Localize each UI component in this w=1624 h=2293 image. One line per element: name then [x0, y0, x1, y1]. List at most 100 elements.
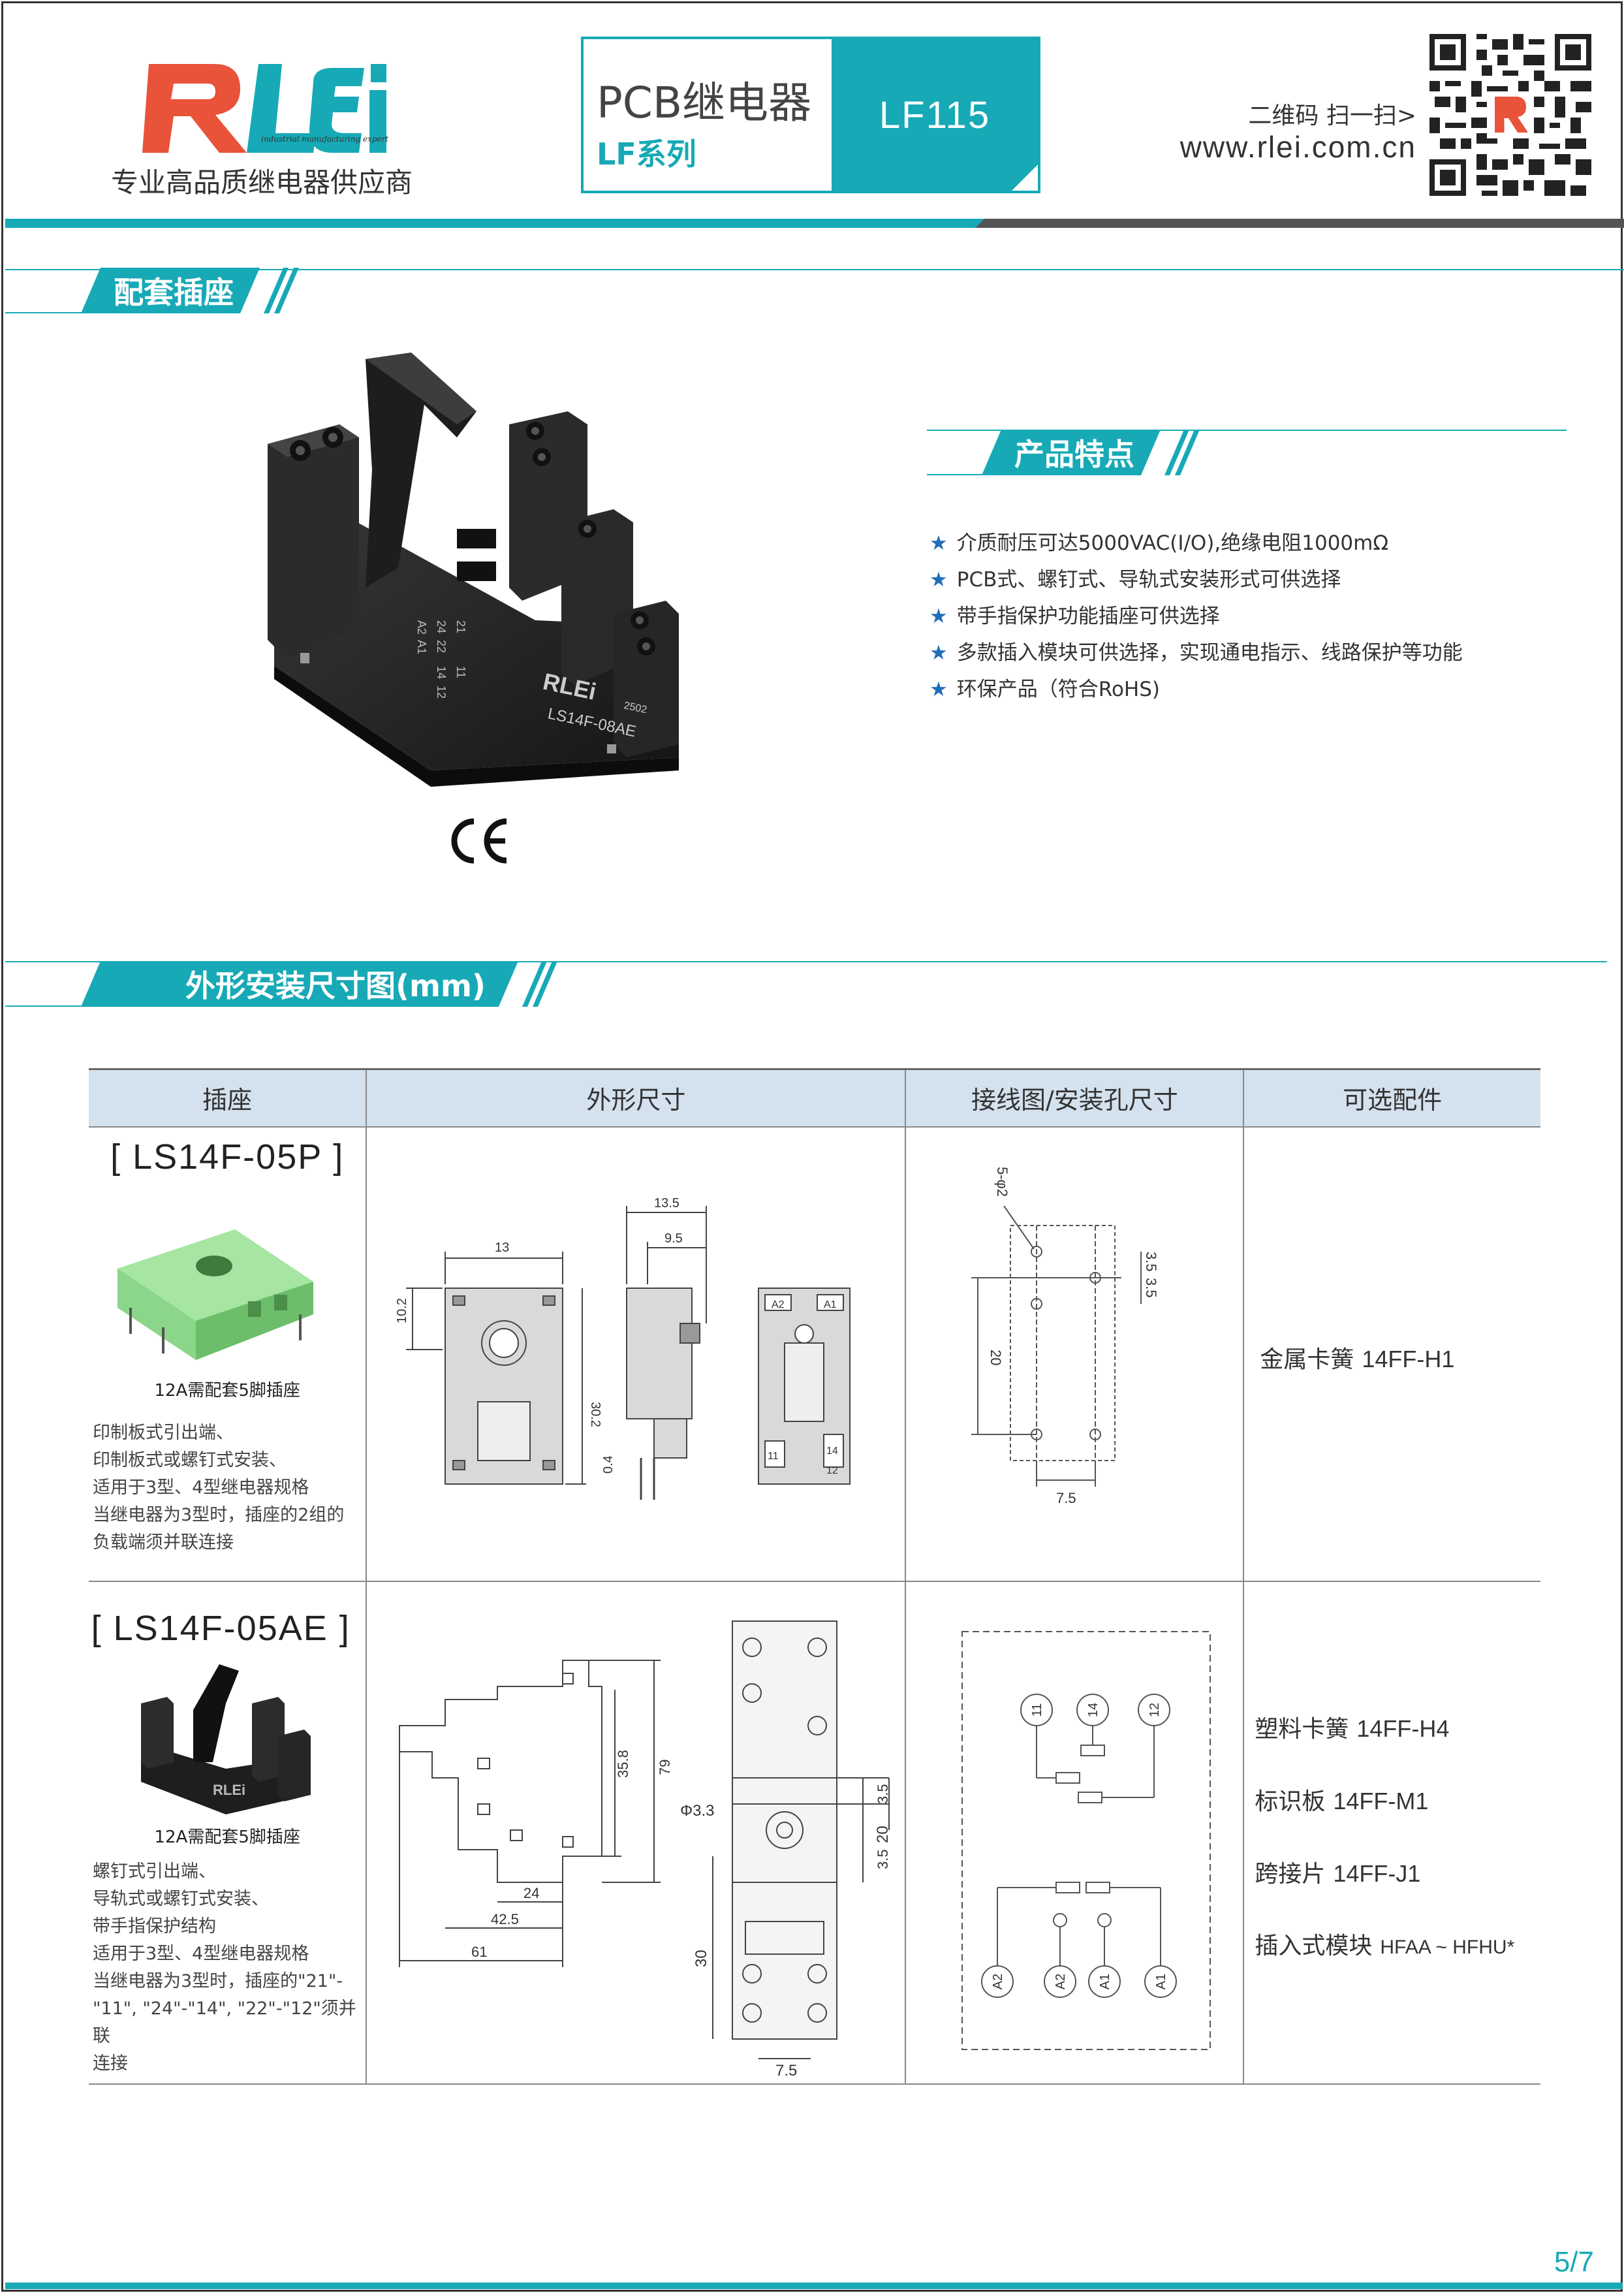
dim-label: 13 [495, 1241, 509, 1255]
section-dims-header: 外形安装尺寸图(mm) [81, 961, 557, 1007]
description-line: 连接 [93, 2053, 128, 2074]
col-socket: 插座 [89, 1068, 367, 1128]
dim-label: 61 [471, 1944, 487, 1960]
table-row: [ LS14F-05AE ] RLEi 12A需配套5脚插座 螺钉式引出端、 导… [89, 1581, 1540, 2085]
socket-model: [ LS14F-05AE ] [91, 1608, 351, 1648]
section-socket-line [5, 269, 1624, 270]
pin-label: A1 [824, 1299, 837, 1310]
star-icon: ★ [929, 678, 948, 701]
black-socket-image: RLEi [141, 1664, 311, 1814]
wiring-label: 7.5 [1056, 1490, 1076, 1506]
description-line: 印制板式或螺钉式安装、 [93, 1449, 287, 1470]
socket-description: 螺钉式引出端、 导轨式或螺钉式安装、 带手指保护结构 适用于3型、4型继电器规格… [89, 1858, 366, 2078]
outline-cell: 35.8 79 24 42.5 61 3.5 3.5 20 30 7.5 Φ3.… [366, 1581, 907, 2085]
terminal-label: 14 [1086, 1702, 1101, 1716]
table-row: [ LS14F-05P ] 12A需配套5脚插座 印制板式引出端、 印制板式或螺… [89, 1126, 1540, 1582]
socket-caption: 12A需配套5脚插座 [154, 1380, 300, 1400]
feature-text: PCB式、螺钉式、导轨式安装形式可供选择 [956, 568, 1341, 592]
section-socket-under [5, 312, 123, 313]
ce-mark: CE [446, 816, 512, 868]
col-wiring: 接线图/安装孔尺寸 [905, 1068, 1245, 1128]
qr-code-icon [1429, 34, 1591, 196]
outline-cell: 13 10.2 30.2 13.5 9.5 0.4 A2 A1 11 14 12 [366, 1126, 907, 1582]
qr-code[interactable] [1429, 34, 1591, 196]
wiring-label: 5-φ2 [994, 1167, 1010, 1197]
pin-label: A2 [772, 1299, 785, 1310]
terminal-label: A2 [1054, 1973, 1068, 1989]
dim-label: 10.2 [395, 1298, 409, 1323]
feature-text: 环保产品（符合RoHS) [956, 678, 1160, 701]
footer-rule [5, 2283, 1623, 2289]
photo-terminal-14: 14 [435, 666, 448, 679]
feature-list: ★ 介质耐压可达5000VAC(I/O),绝缘电阻1000mΩ ★ PCB式、螺钉式… [929, 525, 1463, 708]
feature-item: ★ PCB式、螺钉式、导轨式安装形式可供选择 [929, 561, 1463, 598]
dim-label: 30 [693, 1950, 710, 1967]
dim-label: 7.5 [775, 2062, 797, 2080]
product-photo: 21 11 24 22 14 12 A2 A1 RLEi 2502 LS14F-… [261, 353, 692, 797]
dim-label: 20 [874, 1826, 892, 1843]
photo-terminal-24: 24 [435, 620, 448, 633]
logo-subtitle: industrial manufacturing expert [261, 134, 389, 144]
corner-notch [1012, 165, 1038, 191]
wiring-label: 3.5 [1143, 1252, 1159, 1272]
feature-text: 带手指保护功能插座可供选择 [956, 605, 1220, 628]
mini-brand: RLEi [213, 1782, 245, 1798]
section-features-title: 产品特点 [982, 430, 1161, 475]
outline-drawing: 35.8 79 24 42.5 61 3.5 3.5 20 30 7.5 Φ3.… [399, 1620, 892, 2080]
star-icon: ★ [929, 605, 948, 628]
photo-terminal-12: 12 [435, 686, 448, 699]
description-line: "11", "24"-"14", "22"-"12"须并联 [93, 1998, 356, 2046]
col-accessories: 可选配件 [1243, 1068, 1540, 1128]
stripe-icon [264, 268, 299, 313]
description-line: 负载端须并联连接 [93, 1532, 234, 1553]
title-box: PCB继电器 LF系列 LF115 [581, 37, 1040, 193]
section-dims-line [5, 961, 1607, 962]
section-features-under [927, 474, 1005, 475]
pin-label: 11 [768, 1451, 779, 1462]
terminal-label: A2 [991, 1973, 1005, 1989]
title-main: PCB继电器 [597, 78, 812, 128]
wiring-label: 3.5 [1143, 1278, 1159, 1298]
description-line: 印制板式引出端、 [93, 1422, 234, 1443]
feature-item: ★ 环保产品（符合RoHS) [929, 671, 1463, 708]
wiring-cell: 5-φ2 3.5 3.5 20 7.5 [905, 1126, 1245, 1582]
description-line: 螺钉式引出端、 [93, 1861, 216, 1882]
description-line: 导轨式或螺钉式安装、 [93, 1888, 269, 1909]
photo-terminal-a1: A1 [415, 640, 428, 654]
scan-text: 二维码 扫一扫> [1248, 103, 1416, 129]
section-features-line [927, 430, 1567, 431]
star-icon: ★ [929, 641, 948, 665]
star-icon: ★ [929, 568, 948, 592]
socket-model: [ LS14F-05P ] [110, 1137, 345, 1177]
stripe-icon [522, 961, 557, 1007]
wiring-label: 20 [988, 1350, 1004, 1365]
wiring-cell: 11 14 12 A2 A2 A1 A1 [905, 1581, 1245, 2085]
green-socket-image [117, 1229, 313, 1360]
dim-label: 79 [657, 1759, 673, 1775]
socket-caption: 12A需配套5脚插座 [154, 1827, 300, 1847]
dim-label: 30.2 [588, 1402, 602, 1427]
socket-description: 印制板式引出端、 印制板式或螺钉式安装、 适用于3型、4型继电器规格 当继电器为… [89, 1419, 366, 1557]
dim-label: 3.5 [875, 1784, 891, 1804]
dim-label: 13.5 [654, 1196, 679, 1210]
title-series: LF系列 [597, 136, 696, 172]
mounting-hole-drawing: 5-φ2 3.5 3.5 20 7.5 [971, 1167, 1159, 1506]
description-line: 适用于3型、4型继电器规格 [93, 1477, 309, 1498]
section-features-header: 产品特点 [982, 430, 1200, 475]
website-link[interactable]: www.rlei.com.cn [1179, 130, 1416, 164]
photo-terminal-21: 21 [454, 620, 467, 633]
ce-mark-icon [451, 818, 507, 864]
feature-text: 介质耐压可达5000VAC(I/O),绝缘电阻1000mΩ [956, 531, 1389, 555]
logo-graphic [142, 64, 386, 153]
dim-label: 3.5 [875, 1849, 891, 1869]
outline-drawing: 13 10.2 30.2 13.5 9.5 0.4 A2 A1 11 14 12 [395, 1196, 851, 1500]
terminal-label: A1 [1154, 1973, 1168, 1989]
terminal-label: 11 [1030, 1703, 1044, 1716]
